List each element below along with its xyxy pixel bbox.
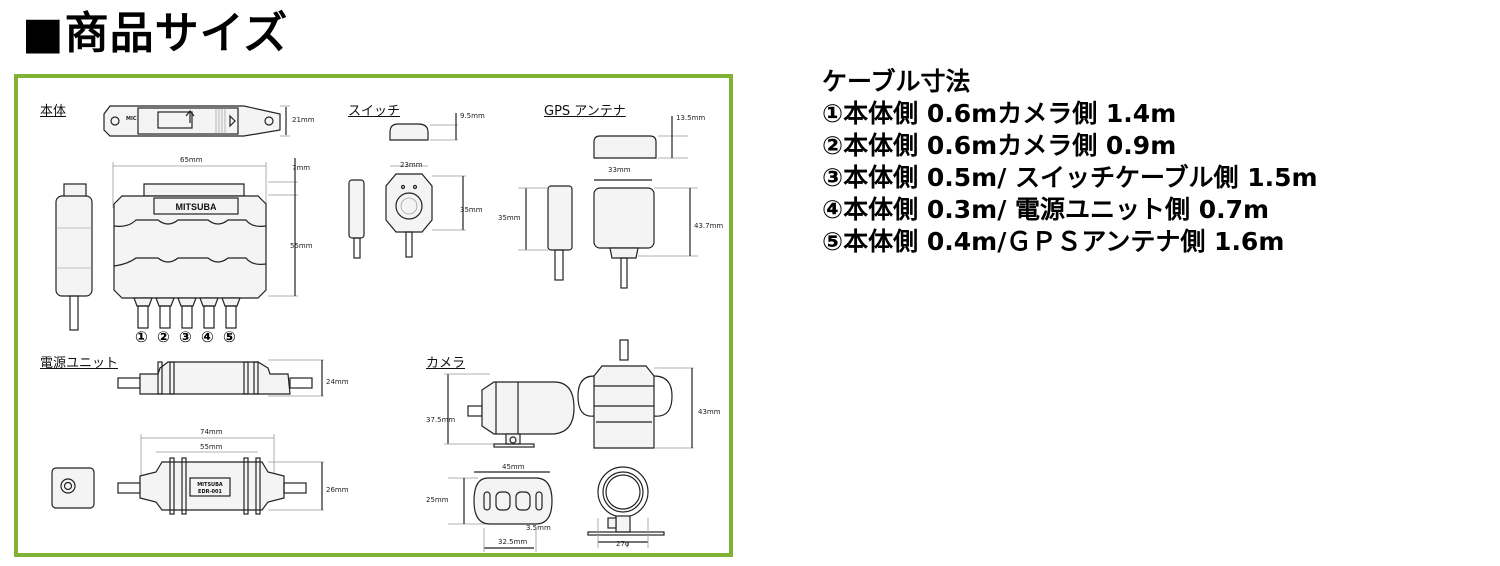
dim-camera-base-depth: 25mm: [426, 496, 449, 504]
port-number-2: ②: [157, 328, 170, 346]
page-title: ■商品サイズ: [22, 8, 289, 59]
port-number-4: ④: [201, 328, 214, 346]
dim-camera-hole-pitch: 32.5mm: [498, 538, 528, 546]
dim-power-body-length: 55mm: [200, 443, 223, 451]
dim-gps-height: 43.7mm: [694, 222, 724, 230]
section-label-switch: スイッチ: [348, 104, 401, 119]
cable-length-row-3: ③本体側 0.5m/ スイッチケーブル側 1.5m: [822, 163, 1318, 192]
dim-camera-slot: 3.5mm: [526, 524, 551, 532]
camera-rear-view: [587, 466, 665, 548]
switch-drawings: [348, 113, 466, 259]
cable-length-row-1: ①本体側 0.6mカメラ側 1.4m: [822, 99, 1177, 128]
dim-main-height-top: 21mm: [292, 116, 315, 124]
dim-switch-height: 35mm: [460, 206, 483, 214]
cable-lengths-block: ケーブル寸法 ①本体側 0.6mカメラ側 1.4m ②本体側 0.6mカメラ側 …: [822, 66, 1318, 258]
camera-side-view: [444, 373, 575, 448]
main-unit-mic-label: MIC: [126, 116, 137, 122]
svg-text:MITSUBA: MITSUBA: [197, 482, 223, 488]
dim-camera-side-height: 37.5mm: [426, 416, 456, 424]
dim-gps-thickness: 13.5mm: [676, 114, 706, 122]
dim-power-height: 26mm: [326, 486, 349, 494]
dimension-diagram-panel: MITSUBA: [14, 74, 733, 557]
dim-camera-diameter: 27φ: [616, 540, 630, 548]
dim-camera-front-height: 43mm: [698, 408, 721, 416]
port-stubs: [133, 297, 241, 329]
port-number-5: ⑤: [223, 328, 236, 346]
power-unit-side-view: [117, 359, 324, 397]
section-label-main-unit: 本体: [40, 104, 67, 119]
svg-text:MITSUBA: MITSUBA: [176, 202, 217, 212]
power-unit-top-view: MITSUBA EDR-001: [51, 434, 324, 515]
dim-switch-thickness: 9.5mm: [460, 112, 485, 120]
cable-lengths-heading: ケーブル寸法: [822, 67, 971, 96]
dim-gps-width: 33mm: [608, 166, 631, 174]
section-label-power-unit: 電源ユニット: [40, 356, 119, 371]
section-label-camera: カメラ: [426, 356, 466, 371]
dim-camera-base-width: 45mm: [502, 463, 525, 471]
dim-power-overall-length: 74mm: [200, 428, 223, 436]
dim-power-thickness: 24mm: [326, 378, 349, 386]
section-label-gps: GPS アンテナ: [544, 104, 626, 119]
svg-text:EDR-001: EDR-001: [198, 489, 222, 495]
main-unit-side-view: [55, 183, 93, 331]
cable-length-row-5: ⑤本体側 0.4m/ＧＰＳアンテナ側 1.6m: [822, 227, 1285, 256]
cable-length-row-2: ②本体側 0.6mカメラ側 0.9m: [822, 131, 1177, 160]
dim-switch-width: 23mm: [400, 161, 423, 169]
dim-main-width: 65mm: [180, 156, 203, 164]
camera-base-top-view: [448, 471, 553, 552]
cable-length-row-4: ④本体側 0.3m/ 電源ユニット側 0.7m: [822, 195, 1270, 224]
main-unit-front-view: MITSUBA: [112, 158, 298, 329]
dim-gps-side-height: 35mm: [498, 214, 521, 222]
dim-main-body-height: 55mm: [290, 242, 313, 250]
port-number-3: ③: [179, 328, 192, 346]
product-line-drawings: MITSUBA: [51, 105, 698, 552]
dim-main-top-protrusion: 7mm: [292, 164, 311, 172]
dimension-diagram: MITSUBA: [18, 78, 737, 561]
main-unit-top-view: [103, 105, 290, 137]
camera-front-view: [577, 339, 694, 449]
port-number-1: ①: [135, 328, 148, 346]
gps-antenna-drawings: [518, 116, 698, 289]
